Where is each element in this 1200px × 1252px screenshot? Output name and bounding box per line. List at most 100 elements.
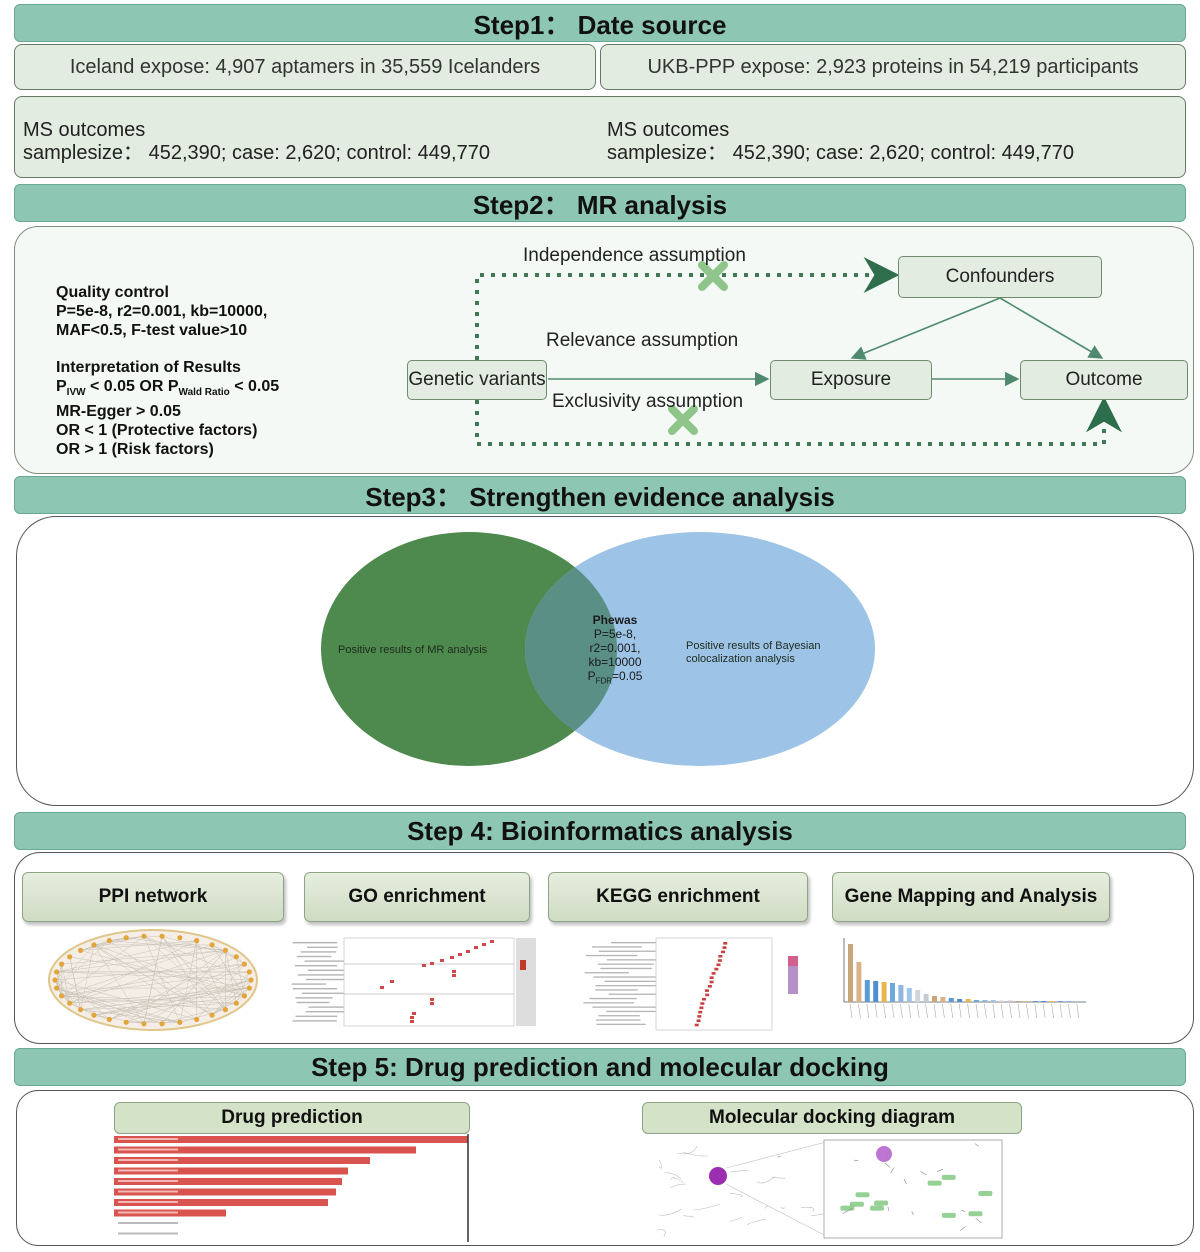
ppi-edge xyxy=(54,963,245,981)
gene-tick-label xyxy=(874,1003,878,1019)
gene-tick-label xyxy=(992,1003,996,1019)
ppi-node xyxy=(209,942,215,948)
kegg-term-label xyxy=(592,1006,662,1008)
zoom-line xyxy=(725,1141,827,1169)
drug-bar xyxy=(114,1188,336,1196)
kegg-dot xyxy=(718,954,723,958)
docking-bond xyxy=(810,1213,824,1217)
outcome-node: Outcome xyxy=(1020,360,1188,400)
kegg-dot xyxy=(698,1010,703,1014)
docking-bond xyxy=(658,1208,682,1216)
gene-bar xyxy=(948,998,954,1002)
docking-bond xyxy=(746,1218,766,1226)
drug-name-label xyxy=(118,1169,178,1172)
ppi-node xyxy=(241,993,247,999)
independence-assumption-label: Independence assumption xyxy=(523,245,746,266)
ppi-edge xyxy=(80,1002,237,1010)
phewas-l2: r2=0.001, xyxy=(589,641,641,655)
ppi-edge xyxy=(93,1014,110,1020)
ms-outcomes-left: MS outcomes samplesize： 452,390; case: 2… xyxy=(23,119,490,165)
qc-line2: MAF<0.5, F-test value>10 xyxy=(56,322,248,339)
go-dot xyxy=(440,959,444,962)
step1-banner: Step1： Date source xyxy=(14,4,1186,42)
ppi-edge xyxy=(211,987,250,1016)
ppi-edge xyxy=(80,987,250,1010)
gene-tick-label xyxy=(883,1003,886,1019)
residue-label xyxy=(855,1192,870,1198)
drug-bar xyxy=(114,1167,348,1175)
interaction-line xyxy=(886,1150,891,1156)
go-term-label xyxy=(292,942,338,944)
gene-bar xyxy=(1041,1001,1047,1002)
ppi-edge xyxy=(56,971,70,1004)
ppi-edge xyxy=(211,979,252,1016)
interaction-line xyxy=(936,1168,944,1172)
kegg-dot xyxy=(716,963,721,967)
gene-bar xyxy=(1032,1001,1038,1002)
phewas-title: Phewas xyxy=(592,613,638,627)
ppi-node xyxy=(67,1000,73,1006)
ms-outcomes-box: MS outcomes samplesize： 452,390; case: 2… xyxy=(14,96,1186,178)
ppi-edge xyxy=(93,944,145,1024)
ppi-edge xyxy=(109,940,213,1016)
docking-bond xyxy=(670,1177,675,1181)
go-dot xyxy=(458,953,462,956)
ppi-edge xyxy=(225,950,237,1004)
go-dot xyxy=(490,940,494,943)
go-dot xyxy=(430,1002,434,1005)
gene-tick-label xyxy=(1017,1003,1021,1019)
go-term-label xyxy=(292,988,338,990)
drug-name-label xyxy=(118,1211,178,1214)
step5-title: Step 5: Drug prediction and molecular do… xyxy=(311,1051,889,1082)
gene-bar xyxy=(965,999,971,1002)
gene-tick-label xyxy=(916,1003,920,1019)
ppi-edge xyxy=(80,1009,180,1023)
confounders-to-outcome-arrow xyxy=(999,297,1104,359)
exclusivity-cross-icon xyxy=(668,405,698,435)
ppi-node xyxy=(141,933,147,939)
ppi-node xyxy=(177,935,183,941)
kegg-term-label xyxy=(589,997,637,1000)
gene-tick-label xyxy=(933,1003,937,1019)
gene-tick-label xyxy=(849,1003,853,1019)
gene-bar xyxy=(856,962,862,1002)
ppi-node xyxy=(194,1016,200,1022)
kegg-dot xyxy=(711,972,716,975)
ms-right-line2: samplesize： 452,390; case: 2,620; contro… xyxy=(607,142,1074,164)
ppi-edge xyxy=(93,979,252,1016)
molecular-docking-label: Molecular docking diagram xyxy=(642,1102,1022,1134)
ppi-edge xyxy=(211,995,245,1016)
gene-bar xyxy=(873,981,879,1002)
ppi-edge xyxy=(143,963,245,1025)
interaction-line xyxy=(960,1226,966,1231)
mr-egger-line: MR-Egger > 0.05 xyxy=(56,403,181,421)
kegg-dot xyxy=(700,1002,705,1005)
gene-tick-label xyxy=(1000,1003,1004,1019)
ppi-node xyxy=(141,1021,147,1027)
docking-bond xyxy=(729,1217,743,1222)
go-dot xyxy=(430,998,434,1001)
ppi-network-label: PPI network xyxy=(22,872,284,922)
go-enrichment-label: GO enrichment xyxy=(304,872,530,922)
ppi-node xyxy=(123,1019,129,1025)
ppi-node xyxy=(177,1019,183,1025)
colocalization-circle xyxy=(525,532,875,766)
ppi-edge xyxy=(56,971,110,1020)
gene-tick-label xyxy=(1068,1003,1071,1019)
gene-bar xyxy=(915,990,921,1002)
ppi-edge xyxy=(109,979,252,1020)
kegg-term-label xyxy=(585,954,638,957)
residue-label xyxy=(849,1201,864,1207)
ppi-node xyxy=(194,938,200,944)
ppi-node xyxy=(52,977,58,983)
ppi-node xyxy=(106,1016,112,1022)
go-term-label xyxy=(305,1011,350,1013)
go-dot xyxy=(422,964,426,967)
gene-tick-label xyxy=(900,1003,903,1019)
interaction-line xyxy=(887,1206,890,1212)
ppi-node xyxy=(77,1007,84,1013)
ppi-edge xyxy=(54,979,70,1004)
docking-bond xyxy=(670,1183,687,1189)
ppi-edge xyxy=(126,937,226,951)
go-dot xyxy=(380,986,384,989)
